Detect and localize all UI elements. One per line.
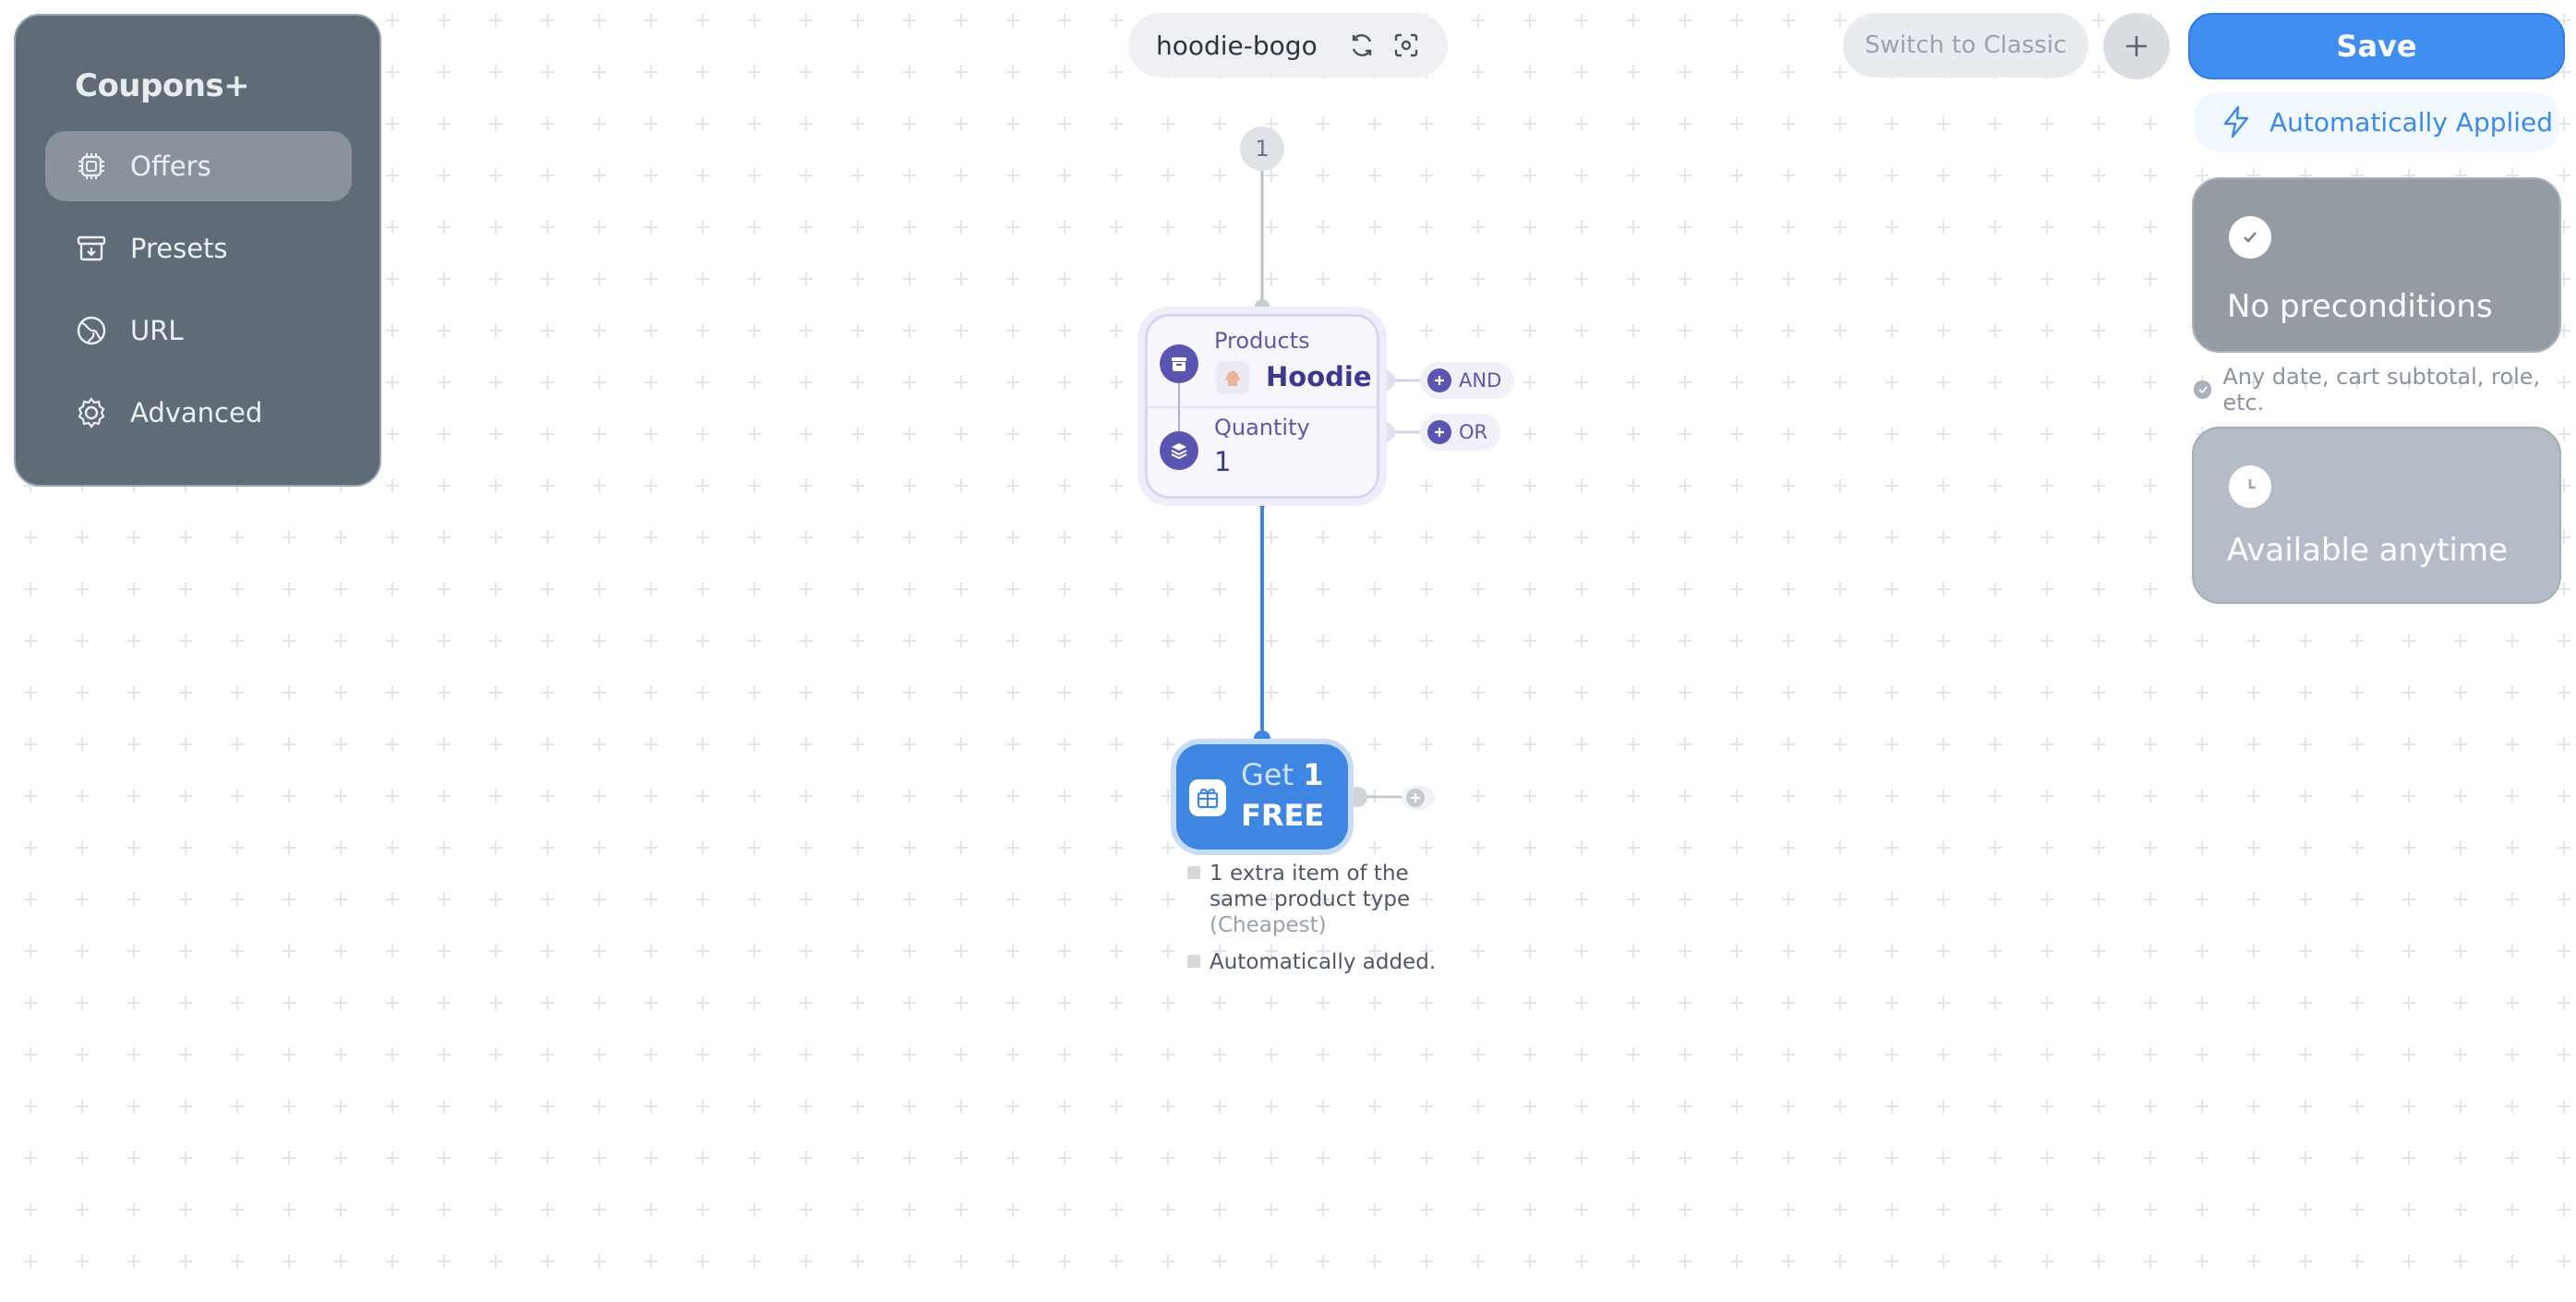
sidebar-item-label: URL [130, 315, 184, 346]
plus-circle-icon [1406, 789, 1425, 807]
add-and-condition-button[interactable]: AND [1420, 362, 1515, 399]
globe-icon [73, 312, 110, 349]
archive-icon [73, 230, 110, 267]
add-button[interactable] [2103, 13, 2170, 79]
quantity-value[interactable]: 1 [1214, 446, 1232, 477]
offer-name[interactable]: hoodie-bogo [1156, 30, 1318, 61]
sidebar-item-advanced[interactable]: Advanced [45, 378, 352, 448]
auto-applied-label: Automatically Applied [2269, 106, 2554, 138]
preconditions-card[interactable]: No preconditions [2192, 177, 2561, 353]
hoodie-thumbnail [1216, 361, 1249, 394]
step-number-badge: 1 [1240, 127, 1284, 171]
quantity-label: Quantity [1214, 415, 1310, 440]
sidebar-item-label: Offers [130, 151, 211, 182]
check-circle-icon [2194, 380, 2212, 399]
get-word: Get [1241, 757, 1294, 792]
chip-icon [73, 148, 110, 185]
desc-line1: 1 extra item of the [1210, 862, 1409, 886]
gear-icon [73, 394, 110, 431]
lightning-icon [2221, 105, 2251, 139]
clock-icon [2229, 465, 2271, 508]
preconditions-note-text: Any date, cart subtotal, role, etc. [2222, 364, 2541, 416]
sidebar-item-offers[interactable]: Offers [45, 131, 352, 201]
add-or-condition-button[interactable]: OR [1420, 414, 1501, 451]
connector-line [1178, 383, 1180, 437]
schedule-label: Available anytime [2227, 532, 2509, 569]
free-label: FREE [1241, 798, 1325, 833]
and-label: AND [1459, 369, 1502, 392]
or-label: OR [1459, 421, 1488, 443]
sidebar-item-label: Advanced [130, 397, 263, 428]
plus-circle-icon [1427, 368, 1451, 392]
sidebar: Coupons+ Offers Presets URL Advanced [14, 14, 381, 487]
desc-qualifier: (Cheapest) [1210, 913, 1327, 937]
gift-icon [1189, 779, 1226, 816]
save-button[interactable]: Save [2188, 13, 2565, 79]
condition-node[interactable]: Products Hoodie Quantity 1 [1145, 314, 1379, 499]
desc-line2: same product type [1210, 887, 1411, 911]
app-brand: Coupons+ [75, 67, 250, 104]
reward-title: Get 1 [1241, 757, 1323, 792]
refresh-icon[interactable] [1346, 30, 1378, 61]
products-label: Products [1214, 328, 1310, 354]
products-value[interactable]: Hoodie [1266, 361, 1372, 392]
reward-added-note: Automatically added. [1187, 949, 1464, 975]
plus-circle-icon [1427, 420, 1451, 444]
schedule-card[interactable]: Available anytime [2192, 427, 2561, 604]
sidebar-item-label: Presets [130, 233, 228, 264]
preconditions-label: No preconditions [2227, 288, 2493, 325]
add-reward-button[interactable] [1402, 786, 1435, 810]
desc-added: Automatically added. [1210, 950, 1437, 974]
divider [1148, 406, 1377, 408]
preconditions-note: Any date, cart subtotal, role, etc. [2194, 364, 2576, 416]
box-icon [1160, 344, 1198, 383]
offer-name-pill[interactable]: hoodie-bogo [1128, 13, 1448, 78]
sidebar-item-url[interactable]: URL [45, 295, 352, 366]
auto-applied-badge[interactable]: Automatically Applied [2194, 92, 2559, 151]
get-count: 1 [1303, 757, 1324, 792]
switch-to-classic-button[interactable]: Switch to Classic [1843, 13, 2088, 78]
reward-node[interactable]: Get 1 FREE [1176, 744, 1348, 850]
plus-icon [2126, 36, 2147, 56]
layers-icon [1160, 431, 1198, 470]
sidebar-item-presets[interactable]: Presets [45, 213, 352, 283]
reward-description: 1 extra item of the same product type (C… [1187, 861, 1464, 938]
focus-icon[interactable] [1390, 30, 1422, 61]
check-icon [2229, 216, 2271, 259]
bullet-square [1187, 955, 1200, 968]
bullet-square [1187, 866, 1200, 879]
